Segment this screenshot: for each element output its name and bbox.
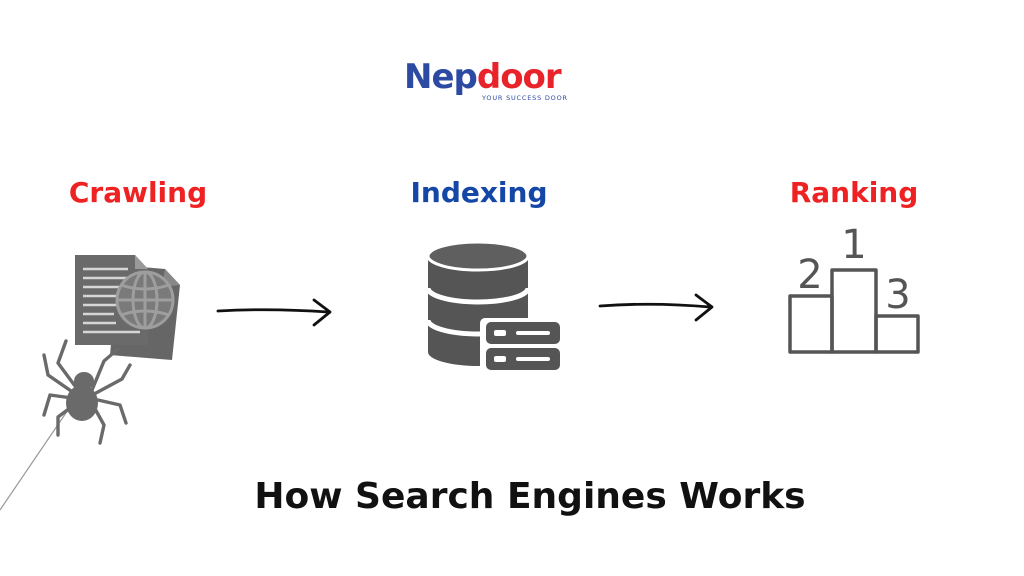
documents-spider-icon xyxy=(0,255,180,511)
podium-icon: 1 2 3 xyxy=(788,222,920,354)
podium-number-third: 3 xyxy=(885,272,910,318)
logo-wordmark: Nepdoor xyxy=(404,58,584,96)
diagram-caption: How Search Engines Works xyxy=(254,476,806,517)
stage-title-crawling: Crawling xyxy=(68,176,208,209)
logo-tagline: YOUR SUCCESS DOOR xyxy=(482,94,568,102)
podium-number-second: 2 xyxy=(797,252,822,298)
logo-word-door: door xyxy=(476,57,562,97)
spider-icon xyxy=(42,339,132,445)
server-icon xyxy=(480,318,564,374)
nepdoor-logo: Nepdoor YOUR SUCCESS DOOR xyxy=(404,58,584,108)
arrow-crawling-to-indexing xyxy=(216,298,332,327)
logo-word-nep: Nep xyxy=(404,57,478,97)
globe-icon xyxy=(115,270,175,330)
podium-block-second xyxy=(788,294,834,354)
podium-block-third xyxy=(874,314,920,354)
podium-number-first: 1 xyxy=(841,222,866,268)
podium-block-first xyxy=(830,268,878,354)
database-server-icon xyxy=(425,240,564,374)
stage-title-indexing: Indexing xyxy=(410,176,548,209)
stage-title-ranking: Ranking xyxy=(789,176,919,209)
arrow-indexing-to-ranking xyxy=(598,293,714,322)
